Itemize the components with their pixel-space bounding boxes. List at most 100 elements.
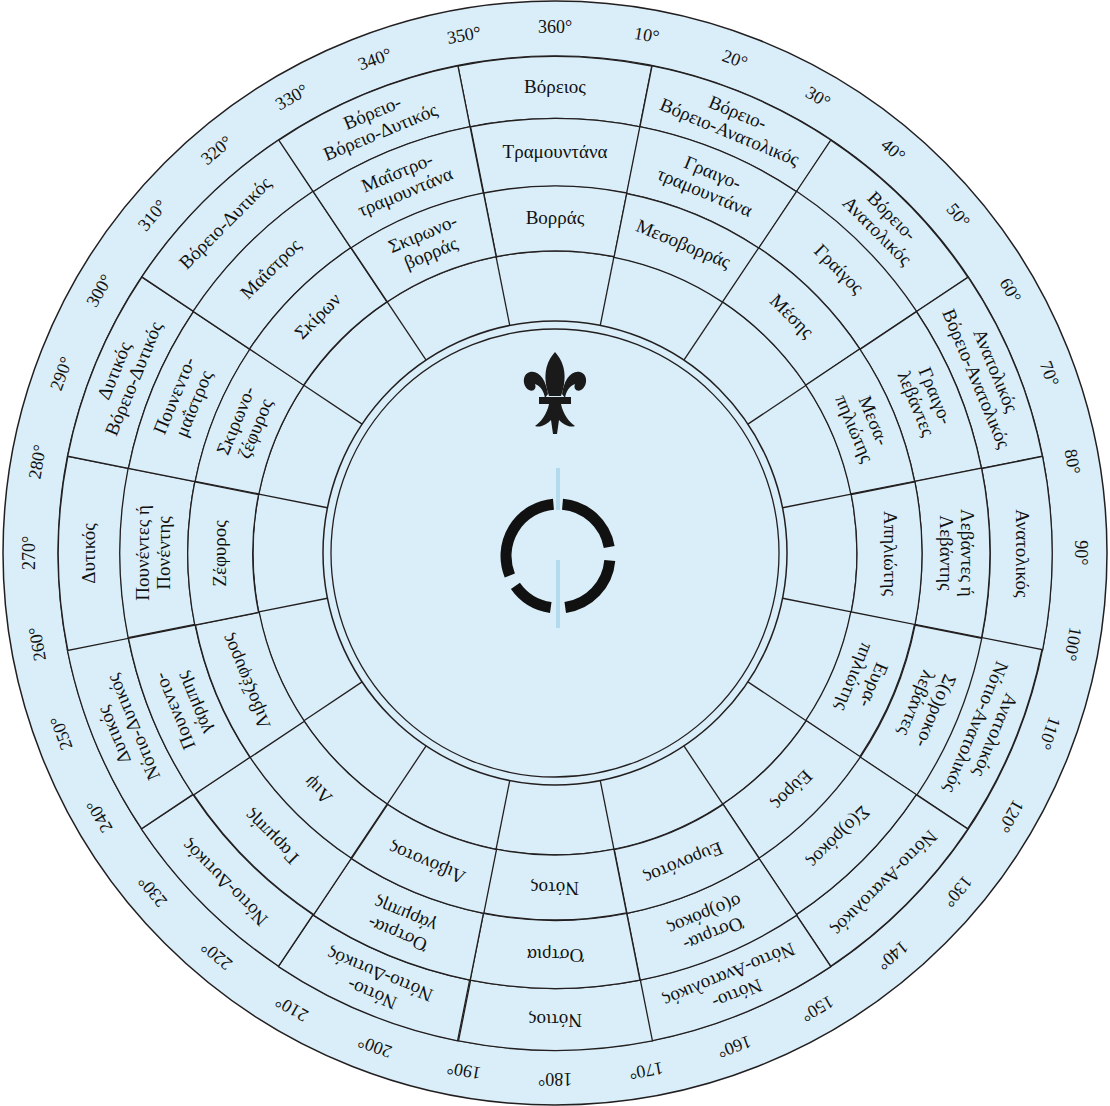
sector-shape [801, 346, 921, 505]
divider [748, 385, 806, 424]
sector-shape [483, 186, 626, 257]
sector-shape [915, 468, 990, 638]
sector-shape [788, 133, 975, 320]
text-line: Πονέντης [154, 505, 175, 601]
sector-shape [348, 187, 507, 307]
sector-shape [58, 456, 128, 650]
wind-sector: Δυτικός [78, 521, 101, 586]
divider [496, 781, 510, 850]
outer-circle [3, 1, 1107, 1105]
degree-label: 180° [538, 1068, 572, 1088]
inner-ring-dividers [259, 257, 851, 849]
sector-shape [135, 133, 322, 320]
ring-arc [565, 561, 610, 608]
faint-line [556, 560, 560, 628]
sector-shape [602, 799, 761, 919]
broken-ring-icon [506, 468, 610, 628]
sector-shape [458, 56, 652, 126]
sector-shape [120, 468, 195, 638]
divider [600, 257, 614, 326]
ring-arc [563, 504, 610, 547]
sector-shape [714, 243, 865, 394]
wind-sector: Νότος [529, 876, 581, 899]
text-line: Πουνέντες ή [133, 505, 154, 601]
text-line: Ζέφυρος [210, 520, 231, 586]
wind-name: Βορράς [526, 208, 585, 229]
sector-shape [458, 980, 652, 1050]
fleur-petal [524, 372, 548, 398]
divider [304, 385, 362, 424]
wind-sector: Όστρια [525, 943, 585, 966]
wind-name: Τραμουντάνα [503, 142, 608, 163]
sector-shape [982, 456, 1052, 650]
wind-sector: Ζέφυρος [209, 518, 232, 588]
ring-arc [515, 586, 550, 608]
wind-name: Βόρειος [524, 77, 586, 98]
center-circle-inner [331, 329, 779, 777]
sector-shape [750, 185, 923, 358]
wind-sector: Βορράς [524, 207, 587, 230]
divider [387, 746, 426, 804]
degree-ring-border [58, 56, 1052, 1050]
sector-shape [187, 185, 360, 358]
sector-shape [245, 243, 396, 394]
text-line: Λεβάντες ή [956, 509, 977, 597]
sector-shape [714, 712, 865, 863]
text-line: Δυτικός [79, 523, 100, 584]
divider [600, 781, 614, 850]
sector-shape [470, 913, 640, 988]
ring-arc [506, 504, 553, 575]
wind-sector: Ανατολικός [1010, 507, 1033, 599]
wheel-rings [3, 1, 1107, 1105]
sector-shape [187, 748, 360, 921]
wind-name: Ζέφυρος [210, 520, 231, 586]
wind-sector: Απηλιώτης [878, 509, 901, 598]
wind-sector: Βόρειος [522, 76, 588, 99]
sector-shape [750, 748, 923, 921]
divider [748, 682, 806, 721]
fleur-band [539, 397, 571, 404]
sector-shape [189, 346, 309, 505]
divider [259, 598, 328, 612]
wind-name: Απηλιώτης [879, 511, 900, 596]
wind-sector: Πουνέντες ή Πονέντης [132, 503, 176, 603]
sector-shape [470, 118, 640, 193]
text-line: Λεβάντης [935, 509, 956, 597]
fleur-de-lis [524, 352, 586, 434]
text-line: Νότιος [529, 1009, 582, 1030]
wind-name: Πουνέντες ή Πονέντης [133, 505, 175, 601]
text-line: Νότος [531, 877, 579, 898]
fleur-petal [545, 352, 564, 396]
sector-shape [483, 849, 626, 920]
sector-shape [912, 273, 1051, 479]
sector-shape [188, 481, 259, 624]
sector-shape [788, 786, 975, 973]
inner-ring-border [253, 251, 857, 855]
divider [387, 302, 426, 360]
fleur-petal [562, 372, 586, 398]
text-line: Βόρειος [524, 77, 586, 98]
wind-sector: Νότιος [527, 1008, 584, 1031]
sector-shape [602, 187, 761, 307]
sector-shape [801, 600, 921, 759]
text-line: Όστρια [527, 944, 583, 965]
divider [783, 494, 852, 508]
sector-shape [275, 910, 481, 1049]
faint-line [556, 468, 560, 510]
wind-name: Νότιος [529, 1009, 582, 1030]
sector-shape [851, 481, 922, 624]
sector-shape [348, 799, 507, 919]
degree-label: 360° [538, 18, 572, 38]
divider [496, 257, 510, 326]
wind-name: Ανατολικός [1011, 509, 1032, 597]
divider [783, 598, 852, 612]
divider [304, 682, 362, 721]
divider [684, 746, 723, 804]
divider [684, 302, 723, 360]
wind-name: Λεβάντες ή Λεβάντης [935, 509, 977, 597]
degree-label: 80° [1060, 448, 1084, 476]
degree-label: 90° [1070, 540, 1090, 565]
degree-label: 270° [20, 536, 40, 570]
wind-sector: Τραμουντάνα [501, 141, 610, 164]
